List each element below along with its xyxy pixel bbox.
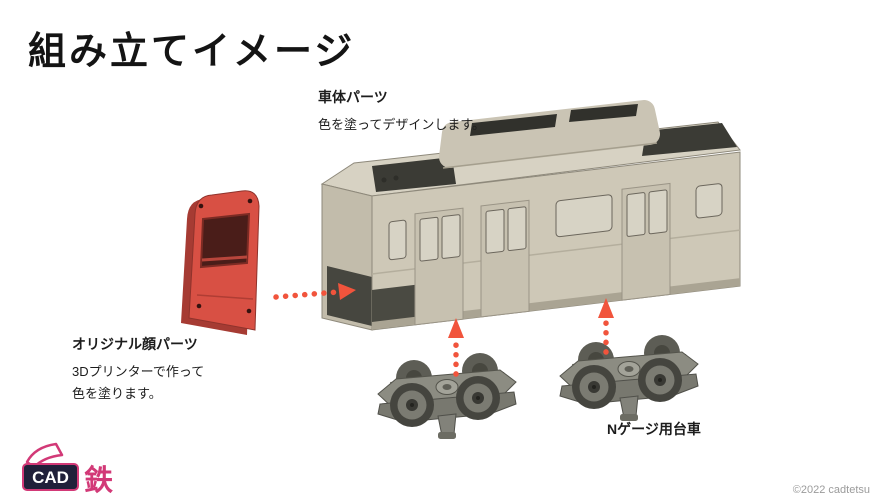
cadtetsu-logo: CAD 鉄 xyxy=(22,442,113,497)
face-parts-title: オリジナル顔パーツ xyxy=(72,336,198,352)
train-body-render xyxy=(320,100,741,331)
face-part-render xyxy=(181,190,260,335)
face-parts-annotation: オリジナル顔パーツ 3Dプリンターで作って 色を塗ります。 xyxy=(72,334,204,406)
logo-cad-text: CAD xyxy=(32,468,69,487)
arrow-right-bogie-to-body-icon xyxy=(598,298,614,355)
body-parts-subtitle: 色を塗ってデザインします。 xyxy=(318,117,486,132)
body-parts-title: 車体パーツ xyxy=(318,89,388,105)
face-parts-line2: 色を塗ります。 xyxy=(72,386,162,402)
logo-tetsu-text: 鉄 xyxy=(84,463,113,497)
bogie-annotation: Nゲージ用台車 xyxy=(607,421,701,437)
arrow-left-bogie-to-body-icon xyxy=(448,318,464,377)
page-title: 組み立てイメージ xyxy=(28,31,356,73)
copyright-text: ©2022 cadtetsu xyxy=(792,484,870,496)
bogie-render-right xyxy=(559,334,699,422)
face-parts-line1: 3Dプリンターで作って xyxy=(72,364,205,379)
arrow-face-to-body-icon xyxy=(273,283,356,300)
body-parts-annotation: 車体パーツ 色を塗ってデザインします。 xyxy=(318,87,485,136)
logo-badge xyxy=(22,463,79,491)
bogie-render-left xyxy=(377,352,517,440)
